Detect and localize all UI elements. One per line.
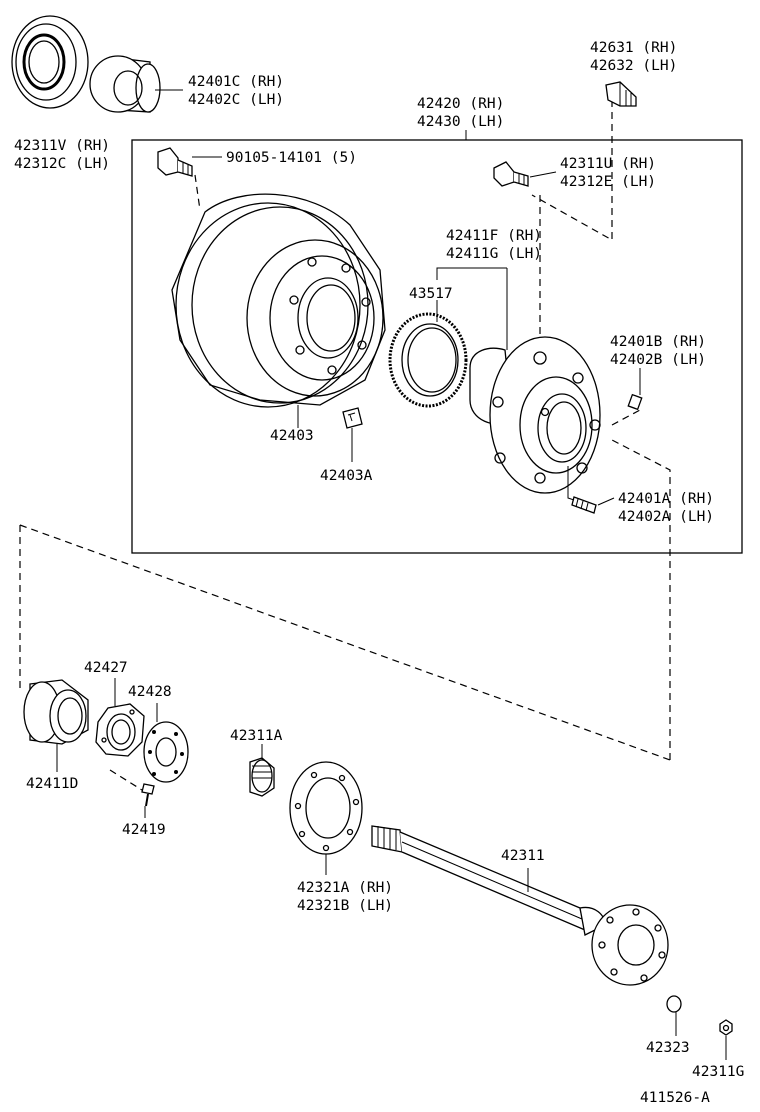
outer-bearing-part bbox=[89, 55, 161, 113]
callout-stud-b-2: 42402B (LH) bbox=[610, 352, 706, 368]
brake-drum-part bbox=[171, 193, 386, 408]
callout-plug: 42403A bbox=[320, 468, 373, 484]
callout-nut: 42311G bbox=[692, 1064, 744, 1080]
abs-rotor-part bbox=[388, 312, 468, 408]
stud-a-part bbox=[571, 496, 597, 514]
callout-stud-a-2: 42402A (LH) bbox=[618, 509, 714, 525]
callout-oil-seal-2: 42312C (LH) bbox=[14, 156, 110, 172]
hub-bolt-leader bbox=[529, 171, 557, 178]
stud-a-leader bbox=[597, 497, 615, 506]
callout-screw: 42419 bbox=[122, 822, 166, 838]
plug-part bbox=[342, 407, 363, 429]
callout-spacer: 42311A bbox=[230, 728, 283, 744]
nut-part bbox=[719, 1019, 733, 1036]
callout-oil-seal-1: 42311V (RH) bbox=[14, 138, 110, 154]
hub-assembly-frame bbox=[131, 139, 743, 554]
plate-part bbox=[143, 721, 189, 783]
hub-bolt-top-part bbox=[605, 81, 637, 107]
washer-part bbox=[666, 995, 682, 1013]
stud-b-part bbox=[627, 393, 643, 411]
callout-hub-bolt-2: 42312E (LH) bbox=[560, 174, 656, 190]
stud-a-guide bbox=[567, 466, 575, 501]
screw-part bbox=[141, 783, 155, 807]
callout-stud-a-1: 42401A (RH) bbox=[618, 491, 714, 507]
gasket-part bbox=[289, 761, 363, 855]
callout-outer-bearing-2: 42402C (LH) bbox=[188, 92, 284, 108]
drum-bolt-part bbox=[157, 147, 193, 177]
callout-stud-b-1: 42401B (RH) bbox=[610, 334, 706, 350]
callout-inner-bearing: 42411D bbox=[26, 776, 78, 792]
dashed-guide-drum-bolt bbox=[194, 174, 201, 211]
callout-rotor: 43517 bbox=[409, 286, 453, 302]
callout-drum-bolt: 90105-14101 (5) bbox=[226, 150, 357, 166]
callout-gasket-1: 42321A (RH) bbox=[297, 880, 393, 896]
callout-gasket-2: 42321B (LH) bbox=[297, 898, 393, 914]
callout-retainer: 42427 bbox=[84, 660, 128, 676]
callout-axle-hub-2: 42411G (LH) bbox=[446, 246, 542, 262]
callout-axle-shaft: 42311 bbox=[501, 848, 545, 864]
inner-bearing-part bbox=[23, 679, 89, 745]
callout-axle-hub-1: 42411F (RH) bbox=[446, 228, 542, 244]
callout-hub-assembly-2: 42430 (LH) bbox=[417, 114, 504, 130]
callout-plate: 42428 bbox=[128, 684, 172, 700]
retainer-part bbox=[95, 703, 145, 757]
dashed-guide-right bbox=[611, 439, 671, 760]
callout-drum: 42403 bbox=[270, 428, 314, 444]
axle-hub-part bbox=[469, 336, 601, 494]
spacer-part bbox=[249, 757, 275, 797]
axle-hub-bracket bbox=[436, 267, 507, 280]
axle-shaft-part bbox=[371, 825, 669, 986]
callout-hub-bolt-top-2: 42632 (LH) bbox=[590, 58, 677, 74]
dashed-guide-stud-b bbox=[611, 409, 641, 426]
callout-outer-bearing-1: 42401C (RH) bbox=[188, 74, 284, 90]
hub-bolt-part bbox=[493, 161, 529, 187]
diagram-id: 411526-A bbox=[640, 1090, 710, 1106]
oil-seal-part bbox=[11, 15, 89, 109]
callout-hub-bolt-1: 42311U (RH) bbox=[560, 156, 656, 172]
callout-hub-bolt-top-1: 42631 (RH) bbox=[590, 40, 677, 56]
callout-washer: 42323 bbox=[646, 1040, 690, 1056]
callout-hub-assembly-1: 42420 (RH) bbox=[417, 96, 504, 112]
